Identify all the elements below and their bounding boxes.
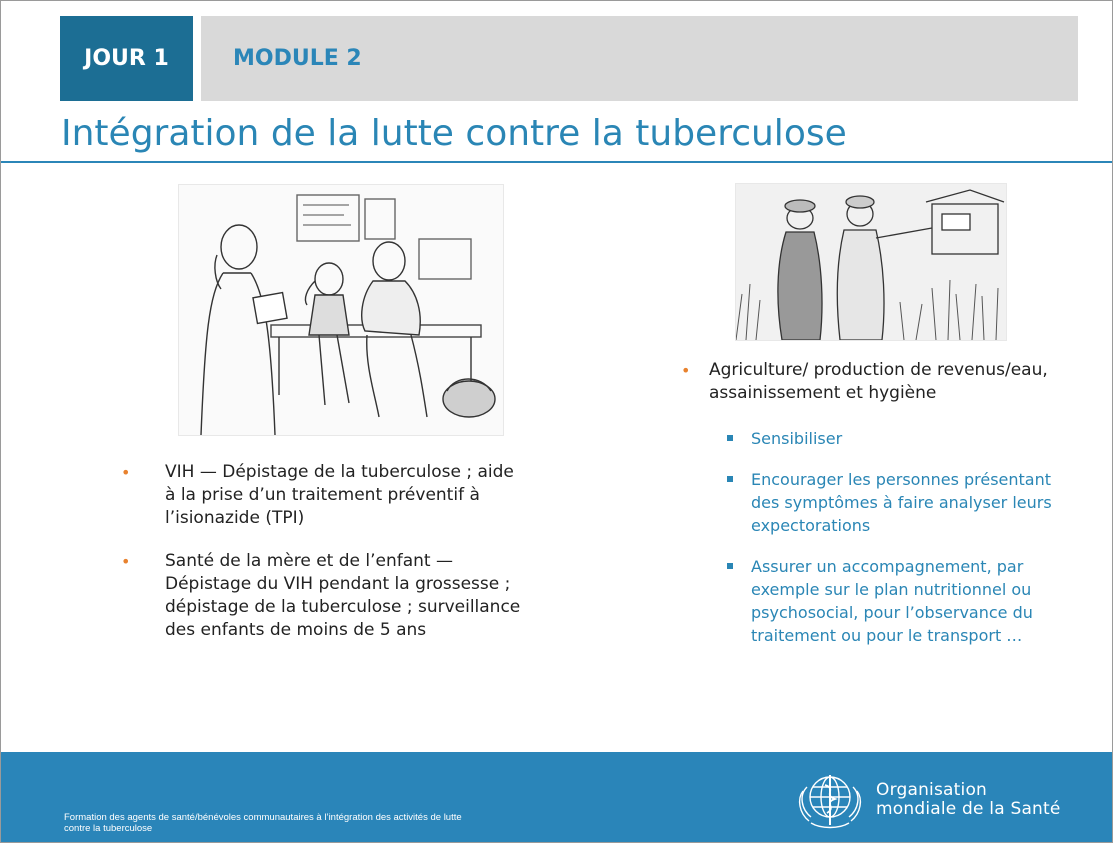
left-bullet-list: • VIH — Dépistage de la tuberculose ; ai…	[121, 461, 521, 662]
sub-bullet-text: Encourager les personnes présentant des …	[751, 470, 1052, 535]
square-bullet-icon	[727, 476, 733, 482]
footer-caption: Formation des agents de santé/bénévoles …	[64, 812, 462, 834]
title-divider	[1, 161, 1112, 163]
farmers-field-illustration	[735, 183, 1007, 341]
bullet-dot-icon: •	[121, 552, 131, 571]
list-item: • Santé de la mère et de l’enfant — Dépi…	[121, 550, 521, 642]
health-worker-mother-child-illustration	[178, 184, 504, 436]
who-emblem-icon	[789, 767, 871, 833]
bullet-dot-icon: •	[121, 463, 131, 482]
bullet-text: VIH — Dépistage de la tuberculose ; aide…	[165, 462, 514, 528]
footer-bar	[1, 752, 1112, 842]
list-item: • Agriculture/ production de revenus/eau…	[681, 359, 1081, 647]
organization-name-line2: mondiale de la Santé	[876, 799, 1061, 819]
module-tab: MODULE 2	[201, 16, 1078, 101]
list-item: • VIH — Dépistage de la tuberculose ; ai…	[121, 461, 521, 530]
sub-bullet-text: Sensibiliser	[751, 429, 843, 448]
organization-name: Organisation mondiale de la Santé	[876, 781, 1061, 819]
organization-name-line1: Organisation	[876, 780, 988, 800]
day-tab: JOUR 1	[60, 16, 193, 101]
bullet-text: Agriculture/ production de revenus/eau, …	[709, 360, 1048, 403]
bullet-text: Santé de la mère et de l’enfant — Dépist…	[165, 551, 521, 640]
sub-list-item: Sensibiliser	[709, 427, 1081, 450]
square-bullet-icon	[727, 563, 733, 569]
slide-title: Intégration de la lutte contre la tuberc…	[61, 113, 847, 154]
header-bar: JOUR 1 MODULE 2	[1, 1, 1112, 101]
sub-bullet-list: Sensibiliser Encourager les personnes pr…	[709, 427, 1081, 647]
square-bullet-icon	[727, 435, 733, 441]
sub-list-item: Encourager les personnes présentant des …	[709, 468, 1081, 537]
sub-bullet-text: Assurer un accompagnement, par exemple s…	[751, 557, 1033, 645]
bullet-dot-icon: •	[681, 361, 691, 380]
sub-list-item: Assurer un accompagnement, par exemple s…	[709, 555, 1081, 647]
right-bullet-list: • Agriculture/ production de revenus/eau…	[681, 359, 1081, 665]
